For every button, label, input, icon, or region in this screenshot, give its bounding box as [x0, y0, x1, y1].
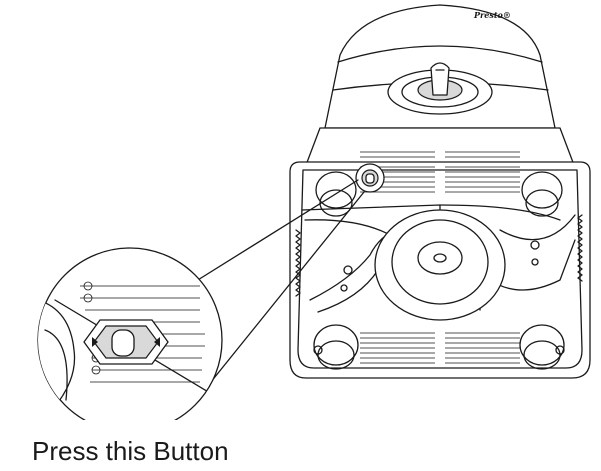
magnified-callout	[37, 247, 223, 420]
caption: Press this Button	[32, 436, 229, 466]
foot-bottom-right	[519, 324, 565, 370]
foot-top-right	[521, 171, 563, 217]
release-button-icon[interactable]	[83, 319, 169, 365]
screws	[340, 240, 540, 292]
foot-top-left	[315, 171, 357, 217]
right-grip	[577, 214, 583, 282]
appliance-underside-diagram: Presto®	[37, 4, 591, 420]
release-button-small[interactable]	[355, 163, 385, 193]
foot-bottom-left	[313, 324, 359, 370]
brand-logo: Presto®	[473, 10, 511, 20]
housing-band	[305, 127, 575, 166]
callout-lines	[184, 179, 365, 394]
control-knob[interactable]	[387, 62, 493, 115]
vent-grille-top	[360, 151, 520, 193]
drive-well	[374, 209, 506, 321]
left-grip	[295, 229, 301, 297]
vent-grille-bottom	[360, 332, 520, 364]
